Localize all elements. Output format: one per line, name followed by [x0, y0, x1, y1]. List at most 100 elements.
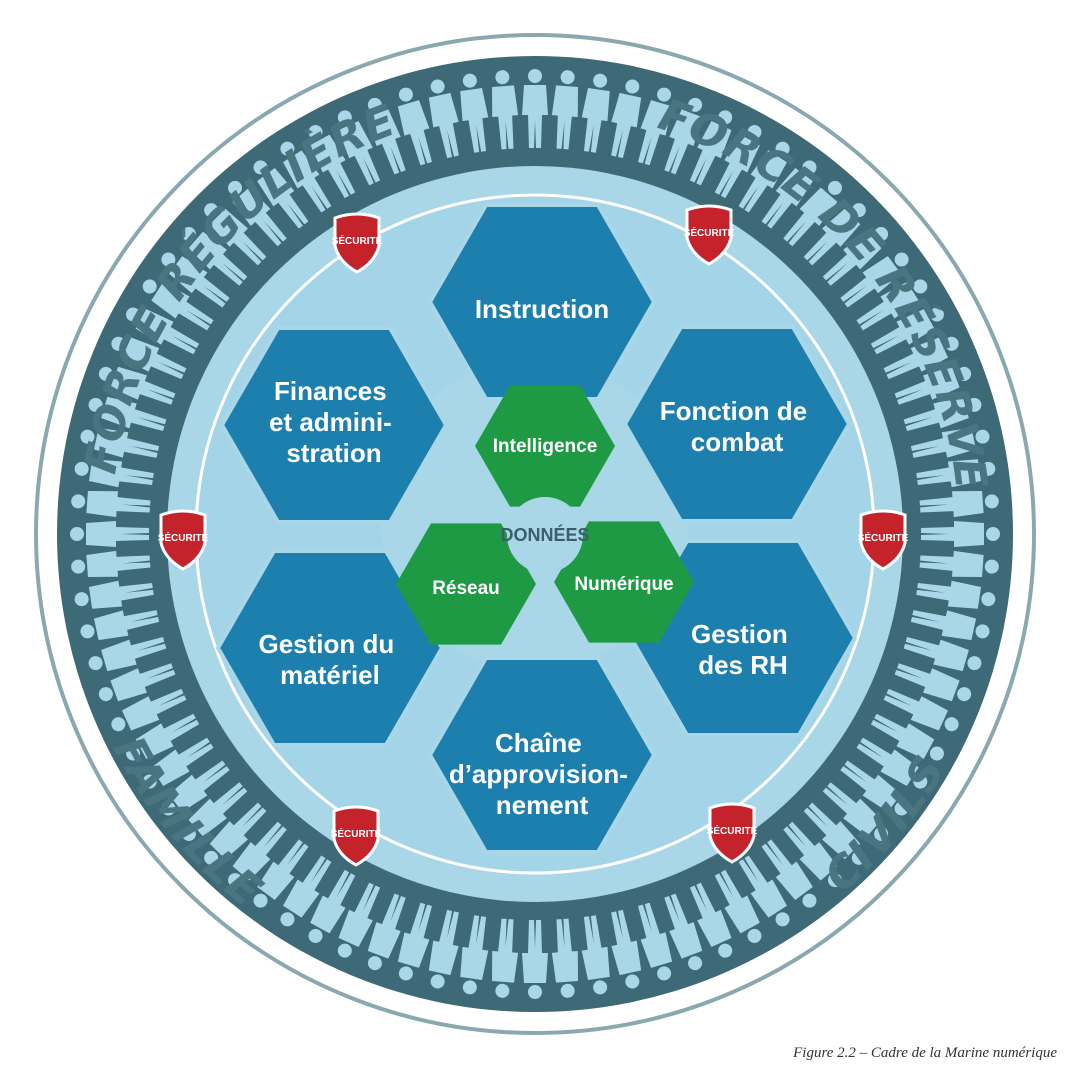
- core-intelligence[interactable]: Intelligence: [475, 385, 615, 507]
- figure-caption: Figure 2.2 – Cadre de la Marine numériqu…: [793, 1045, 1057, 1061]
- person-figure-icon: [74, 580, 154, 609]
- person-figure-icon: [916, 459, 996, 488]
- person-figure-icon: [910, 427, 990, 458]
- core-numerique[interactable]: Numérique: [554, 521, 694, 643]
- person-figure-icon: [581, 73, 610, 153]
- security-shield-left: SÉCURITÉ: [158, 509, 209, 571]
- person-figure-icon: [856, 737, 928, 789]
- person-figure-icon: [397, 902, 432, 981]
- svg-text:Gestion des RH: Gestion des RH: [691, 619, 795, 680]
- security-label: SÉCURITÉ: [707, 824, 758, 837]
- hex-chaine-line-2: d’approvision-: [449, 759, 628, 789]
- person-figure-icon: [638, 902, 673, 981]
- person-figure-icon: [367, 893, 406, 971]
- person-figure-icon: [840, 252, 909, 308]
- svg-text:Fonction de combat: Fonction de combat: [660, 396, 815, 457]
- person-figure-icon: [142, 279, 214, 331]
- person-figure-icon: [664, 893, 703, 971]
- security-shield-bottom-right: SÉCURITÉ: [707, 802, 758, 864]
- person-figure-icon: [921, 521, 1000, 547]
- person-figure-icon: [919, 491, 999, 518]
- hex-gestion-du-materiel[interactable]: Gestion du matériel: [216, 549, 444, 747]
- person-figure-icon: [111, 336, 187, 380]
- person-figure-icon: [460, 915, 489, 995]
- person-figure-icon: [80, 427, 160, 458]
- person-figure-icon: [111, 688, 187, 732]
- person-figure-icon: [126, 713, 200, 761]
- shield-icon: [859, 509, 907, 571]
- person-figure-icon: [181, 227, 248, 286]
- person-figure-icon: [689, 882, 733, 958]
- security-shield-top-right: SÉCURITÉ: [684, 204, 735, 266]
- person-figure-icon: [714, 125, 762, 199]
- shield-icon: [333, 212, 381, 274]
- person-figure-icon: [803, 802, 866, 865]
- shield-icon: [708, 802, 756, 864]
- svg-text:Finances et admini-: Finances et admini- stration: [269, 376, 399, 468]
- svg-text:Chaîne d’approvision-: Chaîne d’approvision- nement: [449, 728, 635, 820]
- hex-chaine-line-1: Chaîne: [495, 728, 582, 758]
- person-figure-icon: [910, 610, 990, 641]
- person-figure-icon: [803, 203, 866, 266]
- person-figure-icon: [492, 918, 519, 998]
- security-label: SÉCURITÉ: [684, 226, 735, 239]
- security-shield-bottom-left: SÉCURITÉ: [331, 805, 382, 867]
- outer-border-ring: [34, 33, 1036, 1035]
- hex-finances-line-1: Finances: [274, 376, 387, 406]
- hex-instruction-line-1: Instruction: [475, 294, 609, 324]
- person-figure-icon: [738, 141, 790, 213]
- person-figure-icon: [161, 252, 230, 308]
- person-figure-icon: [894, 366, 972, 405]
- person-figure-icon: [522, 920, 548, 999]
- person-figure-icon: [253, 839, 309, 908]
- hex-finances-line-2: et admini-: [269, 407, 392, 437]
- person-figure-icon: [460, 73, 489, 153]
- person-figure-icon: [638, 87, 673, 166]
- person-figure-icon: [98, 663, 176, 702]
- person-figure-icon: [98, 366, 176, 405]
- person-figure-icon: [74, 459, 154, 488]
- person-figure-icon: [581, 915, 610, 995]
- security-label: SÉCURITÉ: [158, 531, 209, 544]
- hex-finances-line-3: stration: [286, 438, 381, 468]
- capability-hexagons: Instruction Fonction de combat Gestion d…: [216, 203, 857, 854]
- core-reseau[interactable]: Réseau: [396, 523, 536, 645]
- person-figure-icon: [308, 125, 356, 199]
- person-figure-icon: [126, 307, 200, 355]
- hex-gestion-des-rh-line-1: Gestion: [691, 619, 788, 649]
- hex-gestion-des-rh-line-2: des RH: [698, 650, 788, 680]
- person-figure-icon: [428, 79, 459, 159]
- person-figure-icon: [870, 713, 944, 761]
- person-figure-icon: [551, 70, 578, 150]
- person-figure-icon: [883, 336, 959, 380]
- security-shields: SÉCURITÉ SÉCURITÉ SÉCURITÉ SÉCURITÉ SÉCU…: [158, 204, 909, 867]
- person-figure-icon: [70, 521, 149, 547]
- core-intelligence-label: Intelligence: [493, 436, 598, 457]
- shield-icon: [332, 805, 380, 867]
- person-figure-icon: [551, 918, 578, 998]
- person-figure-icon: [916, 580, 996, 609]
- hex-fonction-de-combat[interactable]: Fonction de combat: [623, 325, 851, 523]
- person-figure-icon: [492, 70, 519, 150]
- person-figure-icon: [142, 737, 214, 789]
- security-shield-top-left: SÉCURITÉ: [332, 212, 383, 274]
- person-figure-icon: [664, 97, 703, 175]
- person-figure-icon: [761, 160, 817, 229]
- hex-instruction[interactable]: Instruction: [428, 203, 656, 401]
- person-figure-icon: [80, 610, 160, 641]
- hex-chaine-approvisionnement[interactable]: Chaîne d’approvision- nement: [428, 656, 656, 854]
- security-label: SÉCURITÉ: [858, 531, 909, 544]
- person-figure-icon: [204, 802, 267, 865]
- person-figure-icon: [428, 909, 459, 989]
- personnel-figures: [70, 69, 1000, 999]
- person-figure-icon: [689, 110, 733, 186]
- person-figure-icon: [337, 110, 381, 186]
- core-hexagons: Intelligence Réseau Numérique DONNÉES: [396, 385, 694, 645]
- hex-chaine-line-3: nement: [496, 790, 589, 820]
- shield-icon: [159, 509, 207, 571]
- person-figure-icon: [337, 882, 381, 958]
- person-figure-icon: [856, 279, 928, 331]
- person-figure-icon: [397, 87, 432, 166]
- hex-finances-administration[interactable]: Finances et admini- stration: [220, 326, 448, 524]
